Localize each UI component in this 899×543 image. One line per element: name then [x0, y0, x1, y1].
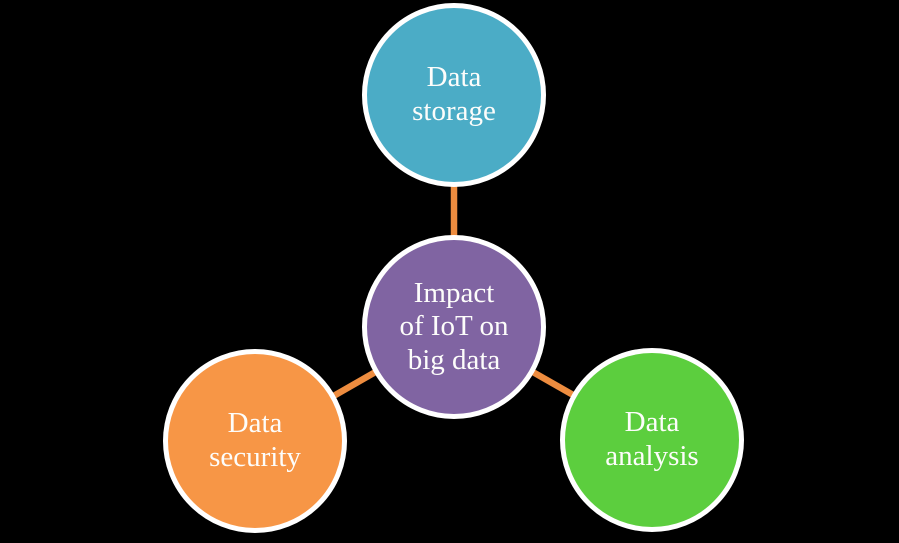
node-data-storage: Data storage [362, 3, 546, 187]
node-data-storage-label: Data storage [412, 61, 496, 127]
node-data-security-label: Data security [209, 407, 301, 473]
node-data-security: Data security [163, 349, 347, 533]
node-impact-label: Impact of IoT on big data [399, 276, 509, 376]
node-data-analysis-label: Data analysis [605, 406, 699, 472]
node-impact-of-iot-on-big-data: Impact of IoT on big data [362, 235, 546, 419]
node-data-analysis: Data analysis [560, 348, 744, 532]
